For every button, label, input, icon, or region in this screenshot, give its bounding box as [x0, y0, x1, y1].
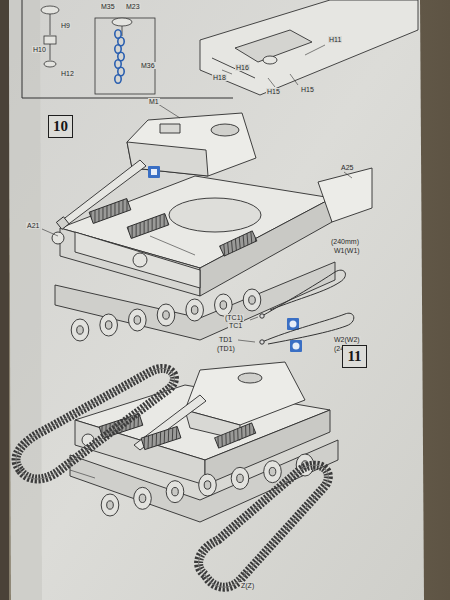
drawn-detail — [269, 467, 276, 475]
part-label: (TD1) — [216, 345, 236, 352]
part-label: (240mm) — [330, 238, 360, 245]
drawn-detail — [77, 326, 84, 334]
part-label: H11 — [328, 36, 342, 43]
drawn-detail — [243, 289, 261, 311]
drawn-detail — [215, 294, 233, 316]
drawn-detail — [139, 494, 146, 502]
drawn-detail — [199, 474, 217, 496]
step-number: 10 — [53, 119, 68, 134]
part-label: Z(Z) — [240, 582, 255, 589]
drawn-detail — [186, 299, 204, 321]
drawn-detail — [101, 494, 119, 516]
part-label: M23 — [125, 3, 141, 10]
drawn-detail — [71, 319, 89, 341]
part-label: H10 — [32, 46, 47, 53]
drawn-detail — [100, 314, 118, 336]
drawn-detail — [134, 316, 141, 324]
drawn-detail — [172, 487, 179, 495]
drawn-detail — [115, 75, 121, 83]
part-label: M35 — [100, 3, 116, 10]
drawn-detail — [166, 481, 184, 503]
drawn-detail — [249, 296, 256, 304]
drawn-detail — [204, 481, 211, 489]
part-label: (TC1) — [224, 314, 244, 321]
drawn-detail — [105, 321, 112, 329]
part-label: A25 — [340, 164, 354, 171]
part-label: TC1 — [228, 322, 243, 329]
part-label: H15 — [266, 88, 281, 95]
drawn-detail — [107, 501, 114, 509]
part-label: H16 — [235, 64, 250, 71]
drawn-detail — [163, 311, 170, 319]
part-label: M1 — [148, 98, 160, 105]
part-label: W1(W1) — [333, 247, 361, 254]
step-number-box: 11 — [342, 345, 367, 368]
drawn-detail — [157, 304, 175, 326]
part-label: H18 — [212, 74, 227, 81]
drawn-detail — [220, 301, 227, 309]
drawn-detail — [191, 306, 198, 314]
drawn-detail — [129, 309, 147, 331]
drawn-detail — [134, 487, 152, 509]
part-label: H15 — [300, 86, 315, 93]
drawn-detail — [231, 467, 249, 489]
step-number-box: 10 — [48, 115, 73, 138]
part-label: H12 — [60, 70, 75, 77]
drawn-detail — [264, 461, 282, 483]
part-label: TD1 — [218, 336, 233, 343]
drawn-detail — [237, 474, 244, 482]
part-label: W2(W2) — [333, 336, 361, 343]
step-number: 11 — [347, 349, 362, 364]
part-label: H9 — [60, 22, 71, 29]
part-label: A21 — [26, 222, 40, 229]
part-label: M36 — [140, 62, 156, 69]
